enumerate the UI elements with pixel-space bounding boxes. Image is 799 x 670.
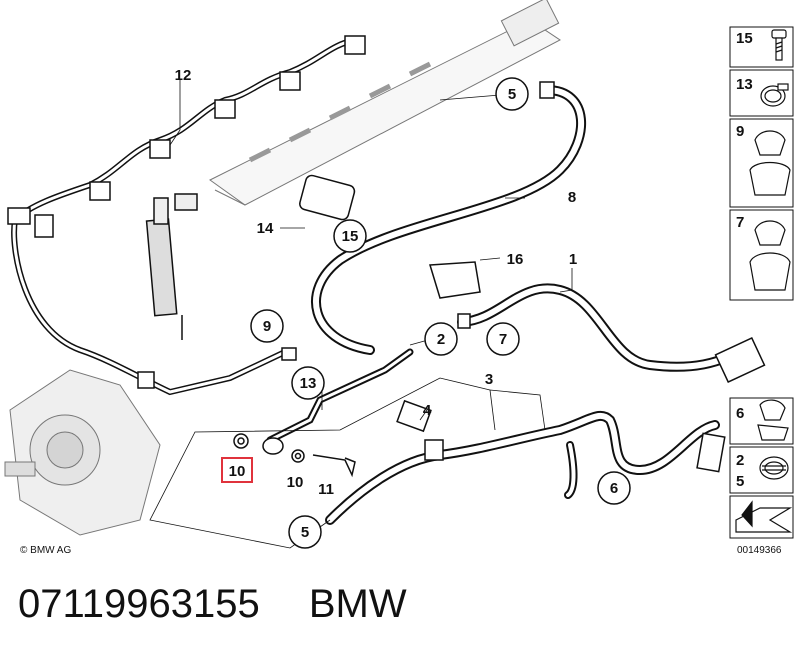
svg-text:5: 5 bbox=[508, 86, 516, 103]
legend-item-6: 6 bbox=[736, 399, 789, 441]
legend-item-15: 15 bbox=[736, 29, 787, 61]
label-12: 12 bbox=[175, 67, 192, 84]
label-4: 4 bbox=[423, 402, 432, 419]
label-10-highlighted: 10 bbox=[221, 457, 253, 483]
leader-lines bbox=[149, 80, 573, 549]
footer: 07119963155 BMW bbox=[18, 582, 778, 642]
legend bbox=[729, 26, 794, 539]
svg-text:2: 2 bbox=[736, 452, 744, 469]
double-clip-icon bbox=[749, 220, 791, 291]
callout-2: 2 bbox=[424, 322, 458, 356]
svg-text:10: 10 bbox=[229, 463, 246, 480]
label-8: 8 bbox=[568, 189, 576, 206]
svg-text:7: 7 bbox=[736, 214, 744, 231]
svg-text:15: 15 bbox=[736, 30, 753, 47]
callout-6: 6 bbox=[597, 471, 631, 505]
callout-13: 13 bbox=[291, 366, 325, 400]
svg-text:5: 5 bbox=[736, 473, 744, 490]
legend-item-7: 7 bbox=[736, 214, 791, 291]
brand-name: BMW bbox=[308, 582, 407, 626]
svg-text:6: 6 bbox=[610, 480, 618, 497]
harness-connectors bbox=[7, 35, 366, 389]
label-11: 11 bbox=[318, 481, 334, 498]
callout-5-bottom: 5 bbox=[288, 515, 322, 549]
label-10: 10 bbox=[287, 474, 304, 491]
fuel-injector bbox=[145, 193, 198, 340]
legend-item-2-5: 2 5 bbox=[736, 452, 789, 490]
callout-9: 9 bbox=[250, 309, 284, 343]
wiring-harness bbox=[11, 37, 358, 396]
fuel-lines bbox=[266, 85, 755, 525]
bracket-clip-icon bbox=[749, 130, 791, 196]
callout-15: 15 bbox=[333, 219, 367, 253]
clamp-icon bbox=[759, 456, 789, 480]
arrow-icon bbox=[735, 500, 793, 533]
label-1: 1 bbox=[569, 251, 577, 268]
svg-text:2: 2 bbox=[437, 331, 445, 348]
copyright: © BMW AG bbox=[20, 545, 71, 556]
high-pressure-pump bbox=[4, 369, 161, 536]
clip-icon bbox=[757, 399, 789, 441]
fuel-rail bbox=[209, 0, 561, 206]
label-3: 3 bbox=[485, 371, 493, 388]
svg-text:6: 6 bbox=[736, 405, 744, 422]
callout-7: 7 bbox=[486, 322, 520, 356]
callout-5-top: 5 bbox=[495, 77, 529, 111]
svg-text:5: 5 bbox=[301, 524, 309, 541]
line-connectors bbox=[233, 81, 766, 478]
legend-item-9: 9 bbox=[736, 123, 791, 196]
bolt-icon bbox=[771, 29, 787, 61]
svg-text:9: 9 bbox=[736, 123, 744, 140]
hose-clamp-icon bbox=[760, 83, 789, 107]
svg-text:9: 9 bbox=[263, 318, 271, 335]
label-16: 16 bbox=[507, 251, 524, 268]
svg-text:7: 7 bbox=[499, 331, 507, 348]
legend-item-13: 13 bbox=[736, 76, 789, 107]
label-14: 14 bbox=[257, 220, 274, 237]
svg-text:13: 13 bbox=[300, 375, 317, 392]
part-number: 07119963155 bbox=[18, 582, 260, 626]
drawing-number: 00149366 bbox=[737, 545, 782, 556]
svg-text:13: 13 bbox=[736, 76, 753, 93]
legend-item-arrow bbox=[735, 500, 793, 533]
svg-text:15: 15 bbox=[342, 228, 359, 245]
